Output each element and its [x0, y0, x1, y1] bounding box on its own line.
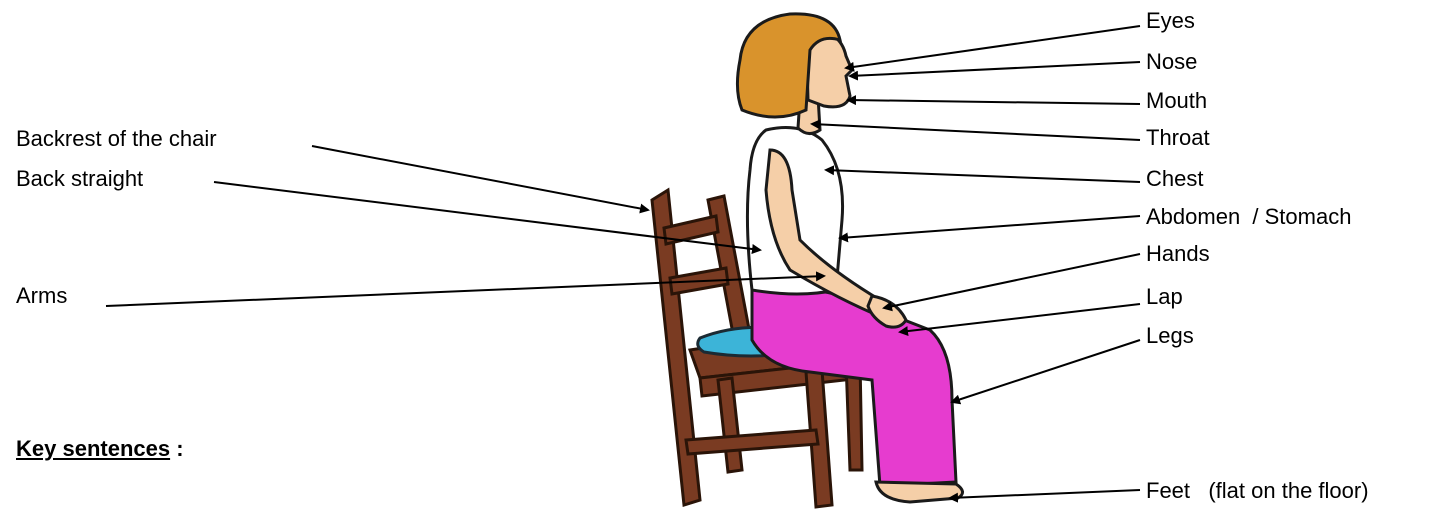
- label-arms: Arms: [16, 283, 67, 309]
- label-back: Back straight: [16, 166, 143, 192]
- label-lap: Lap: [1146, 284, 1183, 310]
- label-legs: Legs: [1146, 323, 1194, 349]
- label-feet: Feet (flat on the floor): [1146, 478, 1369, 504]
- label-abdomen: Abdomen / Stomach: [1146, 204, 1351, 230]
- label-nose: Nose: [1146, 49, 1197, 75]
- key-sentences-title: Key sentences: [16, 436, 170, 461]
- arrow-eyes: [846, 26, 1140, 68]
- arrow-hands: [884, 254, 1140, 308]
- key-sentences-heading: Key sentences :: [16, 436, 184, 462]
- arrow-nose: [850, 62, 1140, 76]
- arrow-abdomen: [840, 216, 1140, 238]
- label-eyes: Eyes: [1146, 8, 1195, 34]
- arrow-chest: [826, 170, 1140, 182]
- arrow-throat: [812, 124, 1140, 140]
- label-chest: Chest: [1146, 166, 1203, 192]
- arrow-lap: [900, 304, 1140, 332]
- arrow-legs: [952, 340, 1140, 402]
- label-backrest: Backrest of the chair: [16, 126, 217, 152]
- arrow-mouth: [848, 100, 1140, 104]
- arrow-feet: [950, 490, 1140, 498]
- label-throat: Throat: [1146, 125, 1210, 151]
- label-mouth: Mouth: [1146, 88, 1207, 114]
- arrow-arms: [106, 276, 824, 306]
- label-hands: Hands: [1146, 241, 1210, 267]
- key-sentences-suffix: :: [170, 436, 183, 461]
- arrow-back: [214, 182, 760, 250]
